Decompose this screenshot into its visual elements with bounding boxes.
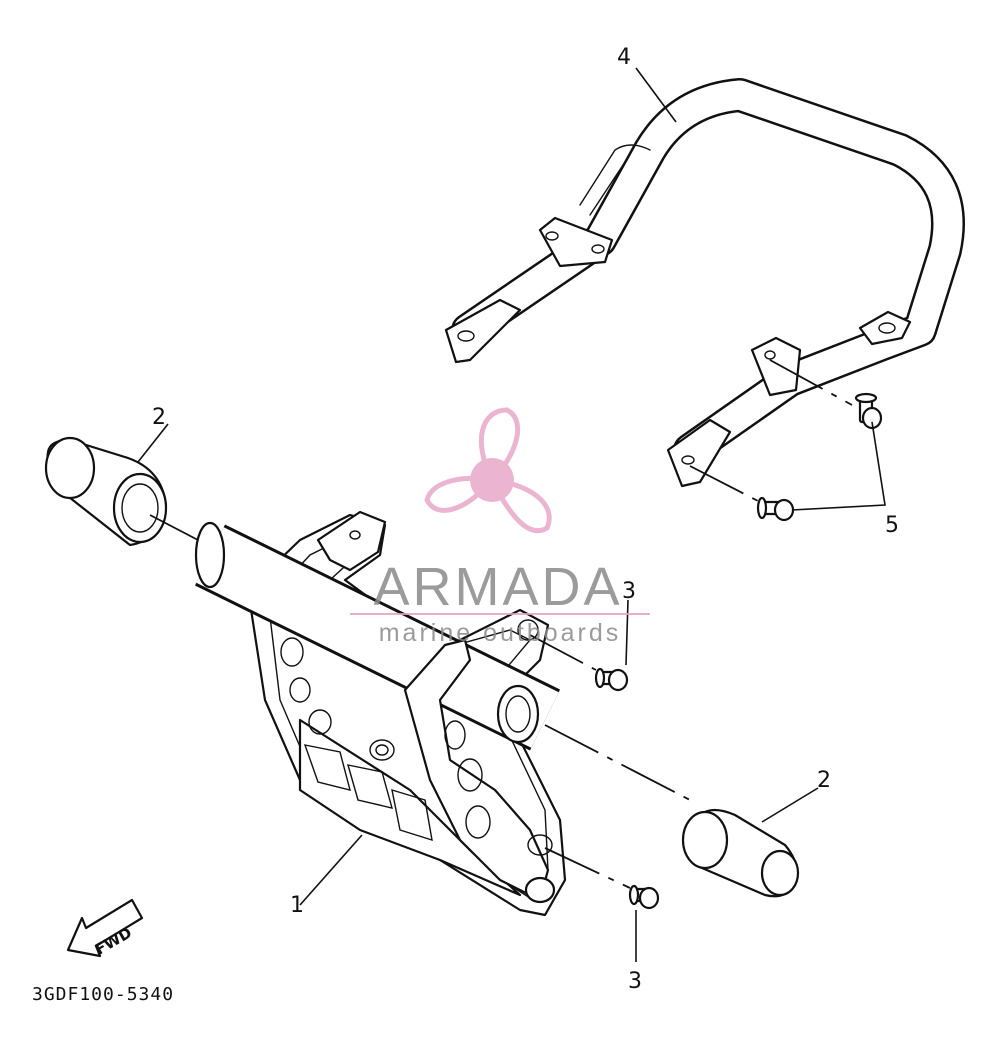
callout-3-lower: 3 <box>628 969 642 994</box>
bolts-part-3: 3 3 <box>529 579 660 994</box>
bolts-part-5: 5 <box>689 359 899 538</box>
armada-watermark: ARMADA marine outboards <box>350 407 650 647</box>
callout-2-right: 2 <box>817 768 831 793</box>
watermark-title: ARMADA <box>373 557 622 617</box>
watermark-subtitle: marine outboards <box>379 619 622 647</box>
bumper-guard-part-1: 1 <box>194 510 567 918</box>
fwd-arrow: FWD <box>66 898 144 959</box>
leader-line-1 <box>299 834 363 906</box>
end-cap-left-part-2: 2 <box>44 405 199 547</box>
callout-5: 5 <box>885 513 899 538</box>
callout-2-left: 2 <box>152 405 166 430</box>
callout-4: 4 <box>617 45 631 70</box>
drawing-code: 3GDF100-5340 <box>32 984 174 1005</box>
grab-bar-part-4: 4 <box>444 45 965 488</box>
callout-1: 1 <box>290 893 304 918</box>
callout-3-upper: 3 <box>622 579 636 604</box>
propeller-logo-icon <box>424 407 552 533</box>
end-cap-right-part-2: 2 <box>544 724 831 898</box>
leader-line-4 <box>635 67 677 123</box>
